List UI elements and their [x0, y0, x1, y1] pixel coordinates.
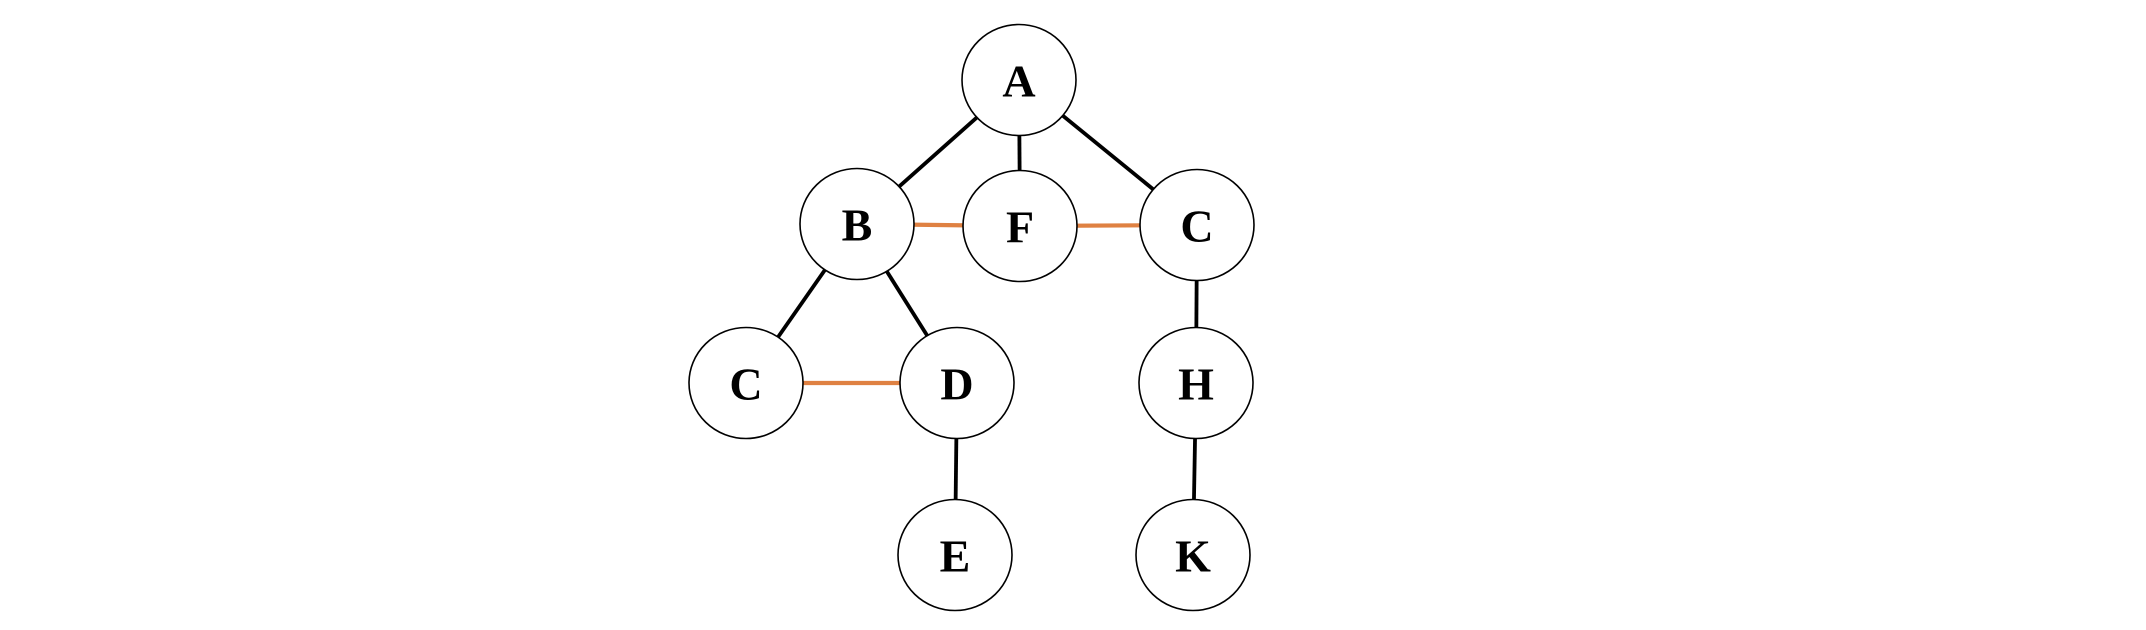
node-circle-C3: [688, 326, 804, 440]
node-label-C2: C: [1180, 200, 1213, 251]
node-circle-E: [897, 498, 1013, 612]
node-circle-B: [799, 167, 915, 281]
node-label-K: K: [1175, 530, 1211, 581]
node-circle-F: [962, 169, 1078, 283]
node-K: K: [1135, 498, 1251, 612]
node-A: A: [961, 23, 1077, 137]
node-label-E: E: [940, 530, 971, 581]
node-circle-K: [1135, 498, 1251, 612]
node-E: E: [897, 498, 1013, 612]
node-circle-A: [961, 23, 1077, 137]
nodes-layer: A B F C C D H E K: [688, 23, 1255, 612]
edges-layer: [744, 78, 1199, 556]
node-C3: C: [688, 326, 804, 440]
node-circle-D: [899, 326, 1015, 440]
node-label-H: H: [1178, 358, 1214, 409]
node-label-D: D: [940, 358, 973, 409]
node-B: B: [799, 167, 915, 281]
node-D: D: [899, 326, 1015, 440]
node-F: F: [962, 169, 1078, 283]
node-label-A: A: [1002, 55, 1035, 106]
node-circle-C2: [1139, 168, 1255, 282]
node-C2: C: [1139, 168, 1255, 282]
node-label-B: B: [842, 199, 873, 250]
node-H: H: [1138, 326, 1254, 440]
node-label-F: F: [1006, 201, 1034, 252]
node-circle-H: [1138, 326, 1254, 440]
node-label-C3: C: [729, 358, 762, 409]
